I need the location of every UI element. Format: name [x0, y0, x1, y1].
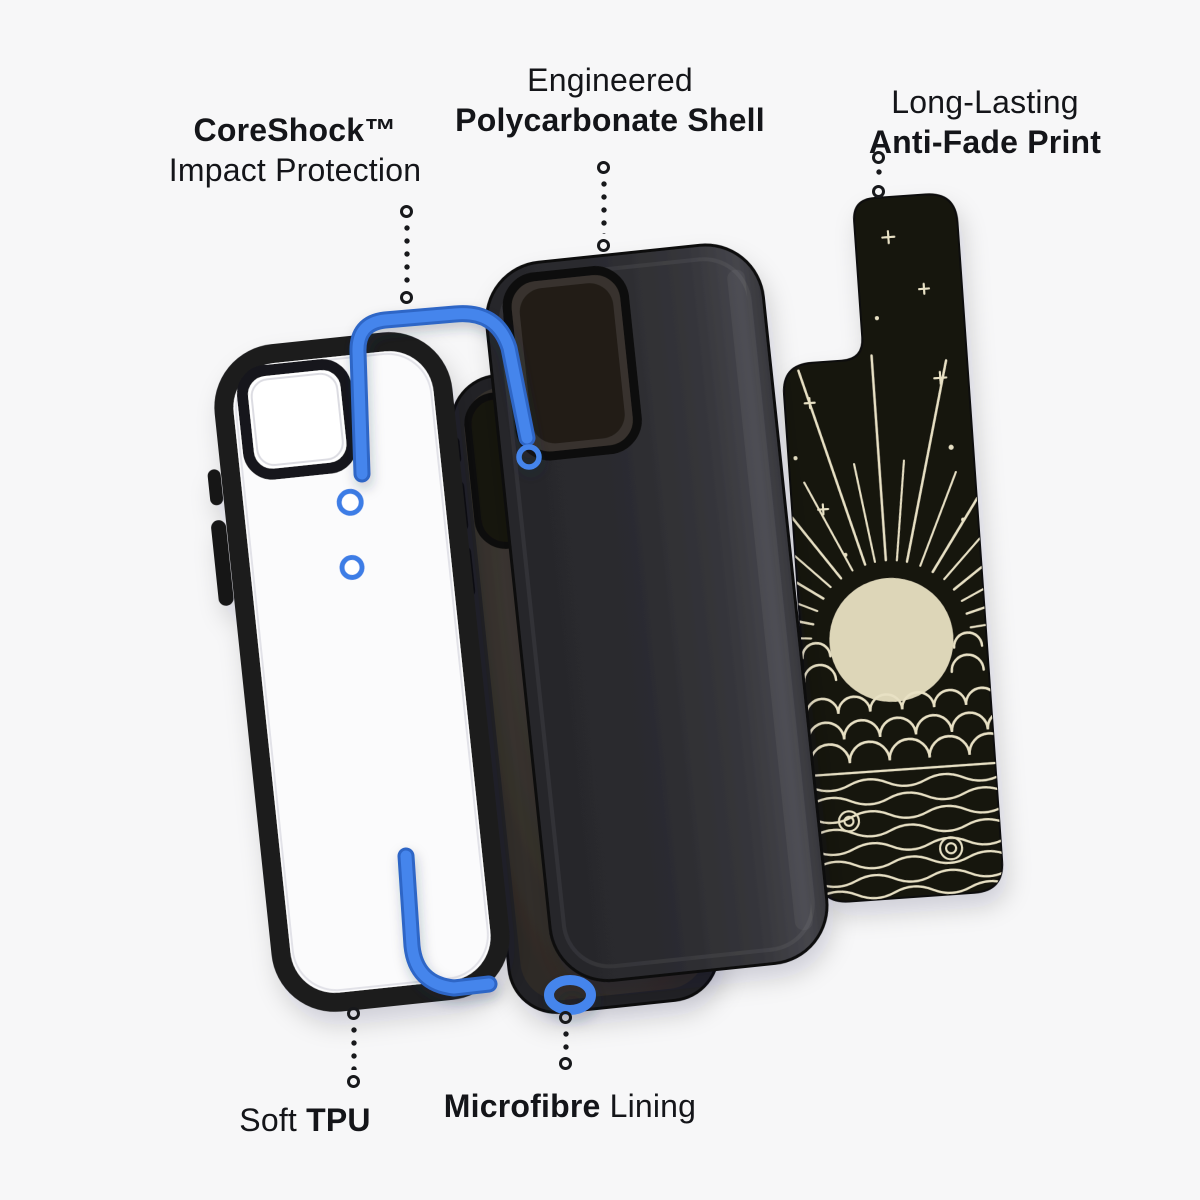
clear-back-edge	[235, 352, 489, 992]
shell-rim-highlight	[498, 257, 815, 969]
label-soft-tpu-bold: TPU	[306, 1102, 371, 1138]
shell-camera-cutout-inner	[519, 283, 625, 444]
case-side-button	[211, 520, 234, 606]
leader-dot	[559, 1057, 572, 1070]
leader-dot	[597, 161, 610, 174]
leader-dot	[347, 1007, 360, 1020]
polycarbonate-shell-layer	[485, 243, 829, 983]
leader-line	[351, 1024, 357, 1070]
label-microfibre-regular: Lining	[600, 1088, 697, 1124]
label-microfibre: Microfibre Lining	[395, 1086, 745, 1126]
leader-dot	[400, 205, 413, 218]
label-coreshock: CoreShock™ Impact Protection	[120, 110, 470, 190]
label-microfibre-bold: Microfibre	[443, 1088, 601, 1124]
label-antifade-line2: Anti-Fade Print	[868, 124, 1102, 160]
label-soft-tpu-regular: Soft	[239, 1102, 307, 1138]
label-coreshock-line2: Impact Protection	[168, 152, 422, 188]
label-coreshock-line1: CoreShock™	[193, 112, 397, 148]
sun	[829, 577, 954, 702]
blue-accent-ring	[336, 488, 364, 516]
coreshock-blue-frame	[349, 305, 596, 1015]
blue-accent-ring	[339, 554, 365, 580]
camera-frame-inner-line	[250, 372, 344, 466]
sunrise-line-art	[770, 230, 1005, 900]
label-polycarbonate-line2: Polycarbonate Shell	[455, 102, 765, 138]
leader-line	[404, 222, 410, 286]
label-antifade: Long-Lasting Anti-Fade Print	[810, 82, 1160, 162]
case-side-button	[207, 469, 224, 506]
label-polycarbonate-line1: Engineered	[527, 62, 693, 98]
leader-dot	[347, 1075, 360, 1088]
tpu-bumper	[214, 332, 510, 1012]
leader-line	[876, 166, 882, 180]
leader-line	[601, 178, 607, 234]
leader-dot	[872, 185, 885, 198]
lanyard-loop	[544, 975, 596, 1015]
label-antifade-line1: Long-Lasting	[891, 84, 1079, 120]
shell-edge-sheen	[727, 269, 813, 931]
label-polycarbonate: Engineered Polycarbonate Shell	[430, 60, 790, 140]
tpu-case-layer	[207, 332, 510, 1012]
leader-dot	[559, 1011, 572, 1024]
leader-line	[563, 1028, 569, 1052]
leader-dot	[400, 291, 413, 304]
coreshock-ring	[516, 444, 542, 470]
camera-frame	[236, 359, 358, 480]
label-soft-tpu: Soft TPU	[160, 1100, 450, 1140]
leader-dot	[597, 239, 610, 252]
leader-dot	[872, 151, 885, 164]
print-layer	[770, 193, 1005, 903]
